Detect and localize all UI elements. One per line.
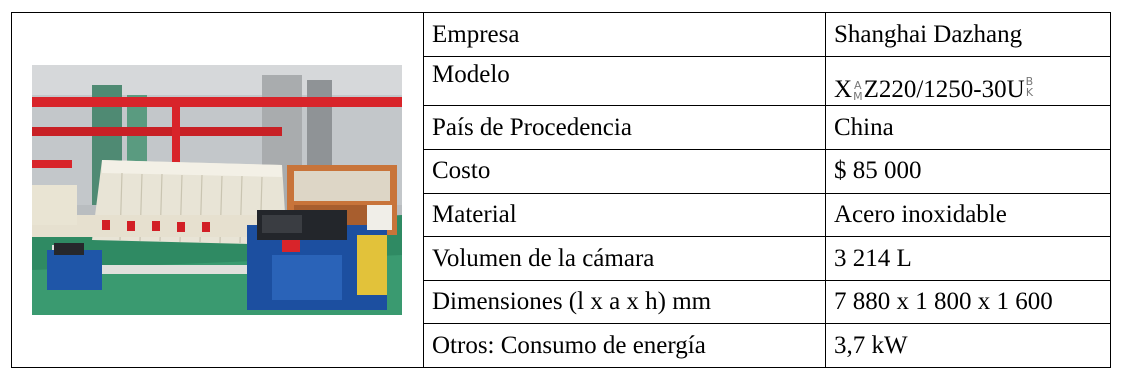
spec-value: China (825, 105, 1111, 150)
spec-value: 3,7 kW (825, 323, 1111, 368)
spec-row-volume: Volumen de la cámara 3 214 L (12, 236, 1111, 281)
spec-row-company: Empresa Shanghai Dazhang (11, 12, 1111, 368)
spec-row-material: Material Acero inoxidable (12, 192, 1111, 238)
spec-label: País de Procedencia (423, 105, 826, 150)
spec-value: Shanghai Dazhang (825, 12, 1111, 57)
spec-row-country: País de Procedencia China (12, 105, 1111, 150)
spec-label: Dimensiones (l x a x h) mm (423, 279, 826, 325)
spec-label: Volumen de la cámara (423, 236, 826, 281)
spec-value: $ 85 000 (825, 148, 1111, 194)
spec-row-energy: Otros: Consumo de energía 3,7 kW (12, 323, 1111, 368)
spec-row-dimensions: Dimensiones (l x a x h) mm 7 880 x 1 800… (12, 279, 1111, 325)
spec-label: Costo (423, 148, 826, 194)
spec-label: Empresa (423, 12, 826, 57)
spec-label: Material (423, 192, 826, 238)
spec-value: 3 214 L (825, 236, 1111, 281)
spec-row-cost: Costo $ 85 000 (12, 148, 1111, 194)
photo-cell (11, 12, 424, 368)
spec-label: Modelo (423, 55, 826, 107)
model-prefix: X (834, 75, 853, 103)
spec-value: 7 880 x 1 800 x 1 600 (825, 279, 1111, 325)
spec-label: Otros: Consumo de energía (423, 323, 826, 368)
model-code-main: Z220/1250-30U (863, 75, 1025, 103)
spec-value: Acero inoxidable (825, 192, 1111, 238)
filter-press-photo (32, 65, 402, 315)
